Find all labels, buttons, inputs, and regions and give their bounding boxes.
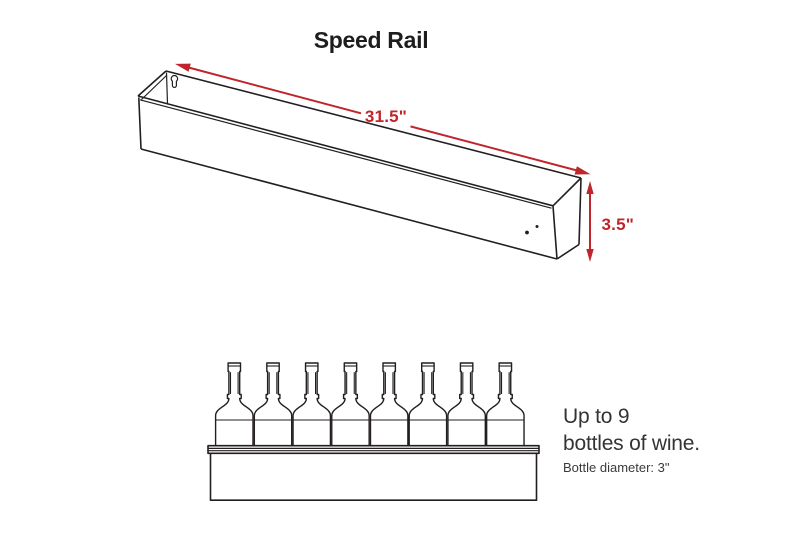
wine-bottle bbox=[331, 362, 370, 448]
height-arrowhead-down-icon bbox=[586, 249, 594, 262]
rail-front-view bbox=[207, 362, 540, 501]
length-dimension-label: 31.5" bbox=[365, 107, 407, 126]
rail-right-endcap-bottom-edge bbox=[556, 243, 580, 260]
wine-bottle bbox=[253, 362, 293, 448]
height-arrowhead-up-icon bbox=[586, 181, 594, 194]
rail-right-endcap-top-edge bbox=[552, 177, 582, 207]
wine-bottles bbox=[214, 362, 525, 448]
length-dimension: 31.5" bbox=[175, 63, 591, 175]
length-arrowhead-left-icon bbox=[175, 63, 191, 72]
bottle-diameter-note: Bottle diameter: 3" bbox=[563, 460, 670, 475]
wine-bottle bbox=[485, 362, 525, 448]
rail-front-rim-inner bbox=[139, 99, 552, 209]
caption-line-1: Up to 9 bbox=[563, 405, 630, 428]
rail-right-endcap-right-edge bbox=[578, 177, 582, 245]
rivet-dot bbox=[525, 230, 529, 235]
keyhole-mount-slot bbox=[170, 74, 179, 88]
wine-bottle bbox=[408, 362, 448, 448]
isometric-rail-drawing bbox=[137, 70, 582, 260]
rail-front-right-edge bbox=[552, 205, 558, 260]
rivet-dot bbox=[535, 225, 539, 228]
rail-left-endcap-top-edge bbox=[137, 70, 167, 97]
length-dimension-line-right bbox=[410, 125, 578, 172]
wine-bottle bbox=[447, 362, 487, 448]
wine-bottle bbox=[292, 362, 332, 448]
rail-front-bottom-edge bbox=[140, 148, 558, 260]
length-dimension-line-left bbox=[180, 64, 362, 115]
height-dimension: 3.5" bbox=[586, 181, 634, 262]
capacity-caption: Up to 9 bottles of wine. Bottle diameter… bbox=[563, 403, 798, 476]
rail-front-rim-outer bbox=[137, 95, 554, 207]
page-title: Speed Rail bbox=[314, 27, 429, 53]
wine-bottle bbox=[369, 362, 409, 448]
rail-rim-strip bbox=[207, 444, 540, 455]
rail-front-left-edge bbox=[138, 97, 142, 150]
rail-front-body bbox=[209, 452, 538, 501]
rail-left-endcap-inner-edge bbox=[141, 75, 167, 100]
height-dimension-label: 3.5" bbox=[602, 215, 635, 234]
caption-line-2: bottles of wine. bbox=[563, 432, 700, 455]
rail-left-inner-corner bbox=[165, 72, 169, 105]
rail-back-top-edge bbox=[165, 70, 582, 179]
wine-bottle bbox=[214, 362, 254, 448]
length-arrowhead-right-icon bbox=[574, 166, 591, 175]
